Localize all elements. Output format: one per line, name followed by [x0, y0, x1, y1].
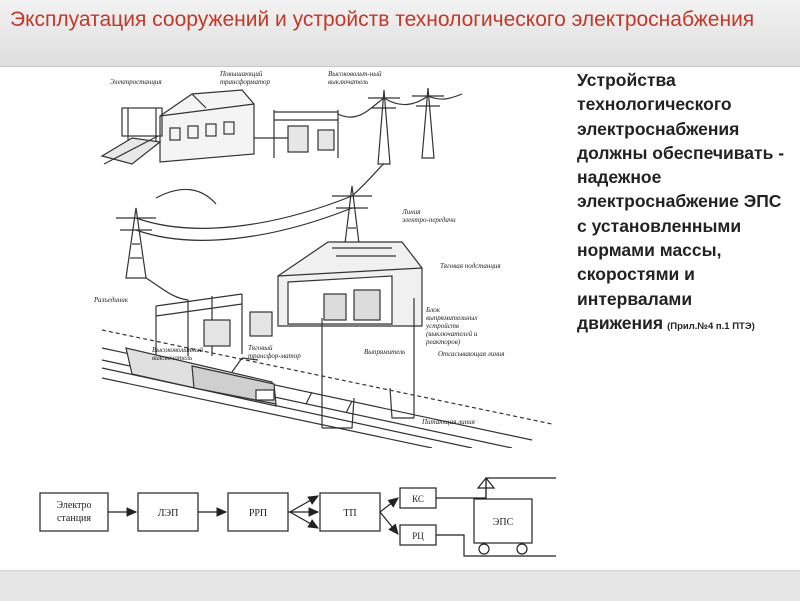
label-disconnector: Разъединик	[93, 296, 129, 304]
flow-tp-label: ТП	[343, 508, 356, 519]
power-station-drawing	[100, 89, 255, 165]
arrow-tp-rc	[379, 511, 399, 535]
outdoor-switchgear-drawing	[145, 277, 273, 358]
header-bar: Эксплуатация сооружений и устройств техн…	[0, 0, 800, 67]
label-power-station: Электростанция	[110, 78, 162, 86]
pantograph-head	[476, 477, 496, 489]
description-body: Устройства технологического электроснабж…	[577, 70, 785, 333]
electric-train-drawing	[101, 329, 553, 425]
line-rc-rail	[436, 534, 556, 557]
eps-wheel-left	[478, 543, 490, 555]
label-traction-substation: Тяговая подстанция	[440, 262, 501, 270]
description-text: Устройства технологического электроснабж…	[577, 68, 792, 339]
flow-lep-label: ЛЭП	[158, 508, 179, 519]
flow-rrp-label: РРП	[249, 508, 267, 519]
eps-wheel-right	[516, 543, 528, 555]
flow-ks-label: КС	[412, 494, 424, 504]
arrow-rrp-out-up	[289, 495, 320, 513]
traction-substation-drawing	[277, 241, 423, 327]
label-suction-line: Отсасывающая линия	[438, 350, 505, 358]
box-station	[39, 492, 109, 532]
footer-bar	[0, 570, 800, 601]
slide-title: Эксплуатация сооружений и устройств техн…	[10, 8, 755, 31]
arrow-rrp-out-down	[289, 511, 320, 529]
flow-eps-label: ЭПС	[493, 517, 514, 528]
box-eps	[473, 498, 533, 544]
label-feed-line: Питающая линия	[421, 418, 475, 426]
line-ks-contact	[436, 477, 556, 499]
feed-lines-drawing	[321, 298, 415, 429]
reference-note: (Прил.№4 п.1 ПТЭ)	[667, 320, 755, 332]
top-towers-drawing	[337, 87, 463, 165]
flow-rc-label: РЦ	[412, 531, 424, 541]
label-rectifier: Выпрямитель	[364, 348, 405, 356]
step-up-substation-drawing	[254, 110, 339, 158]
arrow-tp-ks	[379, 497, 399, 513]
